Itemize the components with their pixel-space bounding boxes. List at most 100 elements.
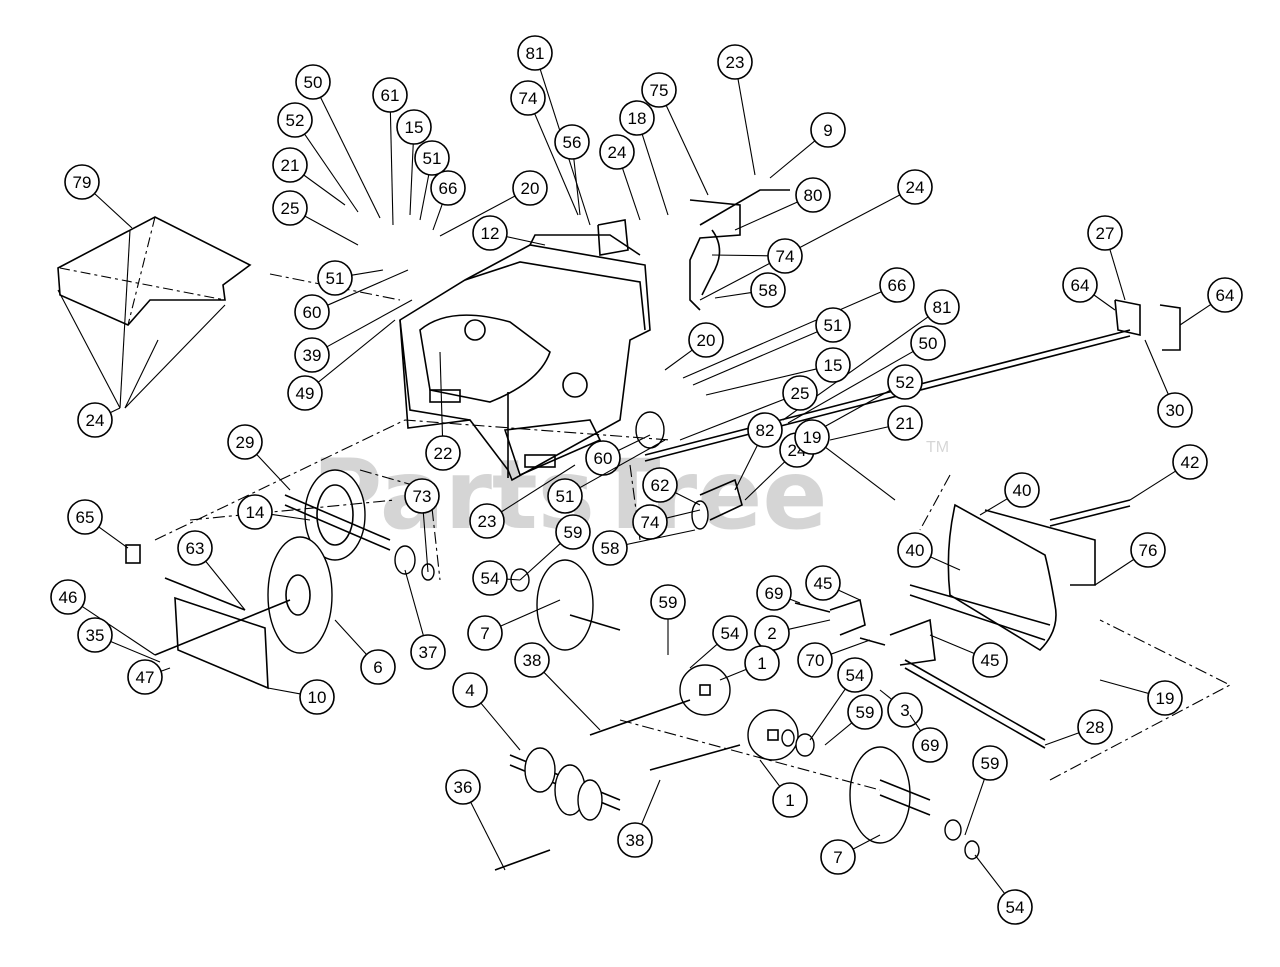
callout-number: 70 [806,651,825,670]
callout-number: 23 [726,53,745,72]
callout-circle [810,112,846,148]
callout-circle [1157,392,1193,428]
callout-leader-line [705,368,817,396]
callout-circle [299,679,335,715]
callout-number: 21 [281,156,300,175]
callout-circle [837,657,873,693]
callout-number: 80 [804,186,823,205]
callout-circle [815,347,851,383]
callout-number: 69 [765,584,784,603]
callout-leader-line [1109,249,1126,301]
callout-number: 54 [1006,898,1025,917]
callout-1: 1 [759,759,808,818]
callout-leader-line [351,269,384,276]
callout-leader-line [439,351,444,437]
callout-45: 45 [929,634,1008,678]
callout-circle [910,325,946,361]
callout-number: 64 [1071,276,1090,295]
callout-leader-line [304,133,359,213]
callout-leader-line [682,291,882,379]
callout-54: 54 [809,657,873,741]
callout-35: 35 [77,617,161,663]
callout-80: 80 [734,177,831,231]
callout-38: 38 [617,779,661,858]
callout-51: 51 [692,307,851,386]
callout-number: 59 [659,593,678,612]
callout-number: 81 [933,298,952,317]
callout-leader-line [1129,470,1176,501]
callout-leader-line [256,454,291,491]
tine-shield-40-76 [909,499,1131,652]
callout-47: 47 [127,659,171,695]
callout-64: 64 [1062,267,1116,311]
callout-leader-line [909,714,922,732]
callout-12: 12 [472,215,546,251]
callout-number: 7 [833,848,842,867]
callout-49: 49 [287,319,396,411]
callout-leader-line [692,331,818,386]
callout-leader-line [814,389,891,433]
callout-circle [272,147,308,183]
callout-leader-line [964,778,985,836]
callout-25: 25 [679,375,818,441]
callout-2: 2 [754,615,831,651]
callout-56: 56 [554,124,590,216]
callout-leader-line [879,689,893,700]
callout-number: 27 [1096,224,1115,243]
callout-18: 18 [619,100,669,216]
callout-number: 3 [900,701,909,720]
callout-74: 74 [632,504,701,540]
callout-54: 54 [472,560,521,596]
callout-leader-line [334,619,367,655]
callout-circle [750,272,786,308]
callout-leader-line [1099,679,1149,694]
sprockets-gears [494,664,799,871]
callout-number: 61 [381,86,400,105]
callout-circle [1130,532,1166,568]
callout-leader-line [506,236,546,246]
callout-number: 2 [767,624,776,643]
callout-70: 70 [797,639,871,678]
callout-number: 45 [814,574,833,593]
callout-circle [67,499,103,535]
callout-leader-line [419,174,430,221]
callout-leader-line [110,641,161,663]
callout-number: 35 [86,626,105,645]
cover-plate-79 [57,216,252,409]
callout-circle [641,72,677,108]
callout-number: 40 [906,541,925,560]
callout-leader-line [303,174,346,206]
callout-leader-line [389,111,394,226]
callout-circle [756,575,792,611]
callout-number: 46 [59,588,78,607]
callout-40: 40 [979,472,1040,516]
callout-leader-line [929,634,975,654]
callout-circle [1077,709,1113,745]
callout-circle [227,424,263,460]
callout-leader-line [714,291,752,299]
callout-number: 14 [246,503,265,522]
callout-circle [272,190,308,226]
callout-50: 50 [295,64,381,219]
callout-21: 21 [272,147,346,206]
callout-number: 38 [523,651,542,670]
callout-number: 21 [896,414,915,433]
callout-number: 73 [413,487,432,506]
callout-circle [547,478,583,514]
callout-circle [887,405,923,441]
callout-leader-line [930,556,961,571]
callout-52: 52 [277,102,359,213]
callout-leader-line [1044,732,1080,746]
callout-number: 40 [1013,481,1032,500]
callout-40: 40 [897,532,961,571]
callout-number: 29 [236,433,255,452]
callout-circle [1147,680,1183,716]
callout-circle [805,565,841,601]
watermark-trademark: TM [926,439,949,456]
transmission-housing [399,234,651,482]
callout-number: 24 [906,178,925,197]
callout-number: 22 [434,444,453,463]
callout-leader-line [744,461,786,501]
callout-73: 73 [404,478,440,573]
